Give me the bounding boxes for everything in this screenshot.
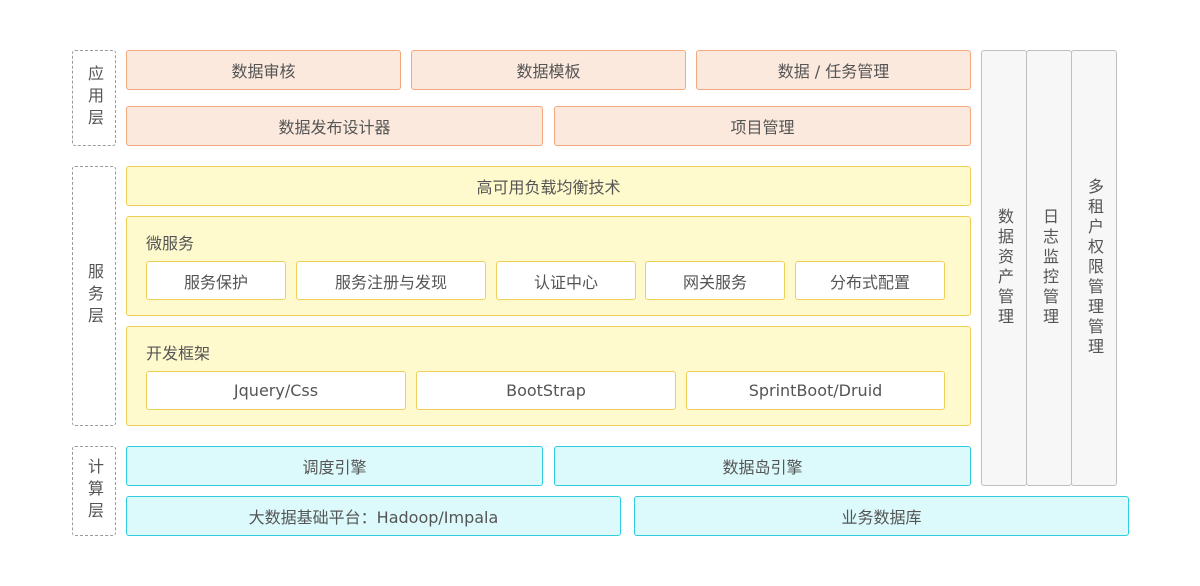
microservice-item-registry: 服务注册与发现 [296,261,486,300]
side-multitenant-permission-management-text: 多租户权限管理管理 [1085,178,1104,358]
compute-business-database: 业务数据库 [634,496,1129,536]
app-data-task-management: 数据 / 任务管理 [696,50,971,90]
layer-label-app: 应用层 [72,50,116,146]
framework-item-jquery: Jquery/Css [146,371,406,410]
layer-label-service-text: 服务层 [85,263,104,329]
framework-item-springboot: SprintBoot/Druid [686,371,945,410]
compute-data-island-engine: 数据岛引擎 [554,446,971,486]
microservice-item-config: 分布式配置 [795,261,945,300]
side-log-monitoring-management: 日志监控管理 [1026,50,1072,486]
framework-title: 开发框架 [146,344,211,363]
app-publish-designer: 数据发布设计器 [126,106,543,146]
microservice-item-auth: 认证中心 [496,261,636,300]
microservice-item-protection: 服务保护 [146,261,286,300]
side-data-asset-management-text: 数据资产管理 [995,208,1014,328]
microservice-item-gateway: 网关服务 [645,261,785,300]
side-multitenant-permission-management: 多租户权限管理管理 [1071,50,1117,486]
app-data-review: 数据审核 [126,50,401,90]
layer-label-compute-text: 计算层 [85,458,104,524]
service-framework-group: 开发框架 Jquery/Css BootStrap SprintBoot/Dru… [126,326,971,426]
layer-label-app-text: 应用层 [85,65,104,131]
service-ha-load-balancing: 高可用负载均衡技术 [126,166,971,206]
side-log-monitoring-management-text: 日志监控管理 [1040,208,1059,328]
service-microservice-group: 微服务 服务保护 服务注册与发现 认证中心 网关服务 分布式配置 [126,216,971,316]
framework-item-bootstrap: BootStrap [416,371,676,410]
microservice-title: 微服务 [146,234,195,253]
layer-label-service: 服务层 [72,166,116,426]
compute-scheduling-engine: 调度引擎 [126,446,543,486]
side-data-asset-management: 数据资产管理 [981,50,1027,486]
app-data-template: 数据模板 [411,50,686,90]
app-project-management: 项目管理 [554,106,971,146]
layer-label-compute: 计算层 [72,446,116,536]
compute-bigdata-platform: 大数据基础平台：Hadoop/Impala [126,496,621,536]
